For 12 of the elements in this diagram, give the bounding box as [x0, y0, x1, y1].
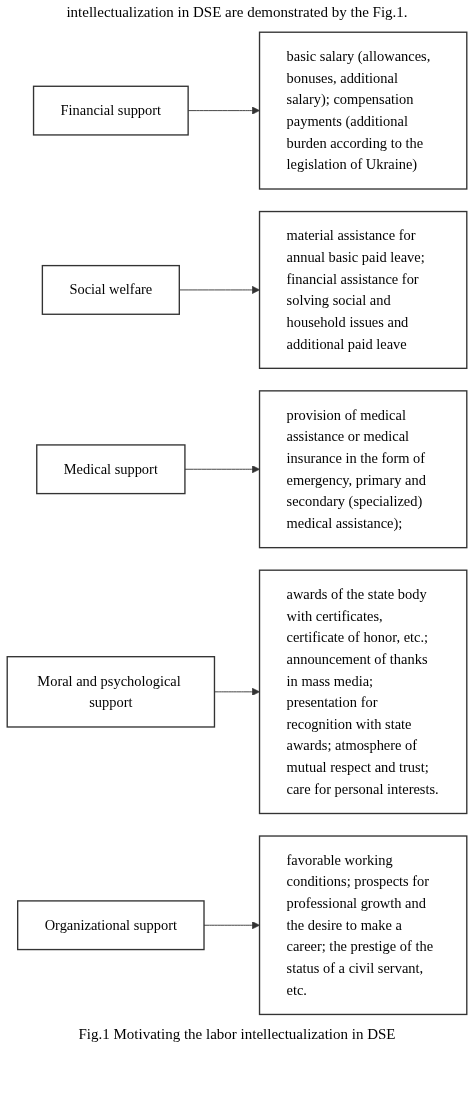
node-box: Financial support	[32, 85, 189, 136]
node-box: Moral and psychological support	[6, 656, 216, 728]
node-box: basic salary (allowances, bonuses, additional salary); compensation payments (additional burden according to the legislation of Ukraine)	[258, 31, 468, 190]
intro-text: intellectualization in DSE are demonstrated by the Fig.1.	[65, 4, 409, 21]
node-box: awards of the state body with certificates, certificate of honor, etc.; announcement of thanks in mass media; presentation for recognition with state awards; atmosphere of mutual respect and trust; care for personal interests.	[258, 569, 468, 815]
node-box: Social welfare	[41, 264, 180, 315]
node-box: provision of medical assistance or medical insurance in the form of emergency, primary and secondary (specialized) medical assistance);	[258, 390, 468, 549]
node-box: Medical support	[36, 444, 186, 495]
node-box: Organizational support	[17, 900, 205, 951]
figure-caption: Fig.1 Motivating the labor intellectualization in DSE	[77, 1024, 397, 1044]
node-box: material assistance for annual basic paid leave; financial assistance for solving social and household issues and additional paid leave	[258, 210, 468, 369]
node-box: favorable working conditions; prospects for professional growth and the desire to make a career; the prestige of the status of a civil servant, etc.	[258, 835, 468, 1016]
